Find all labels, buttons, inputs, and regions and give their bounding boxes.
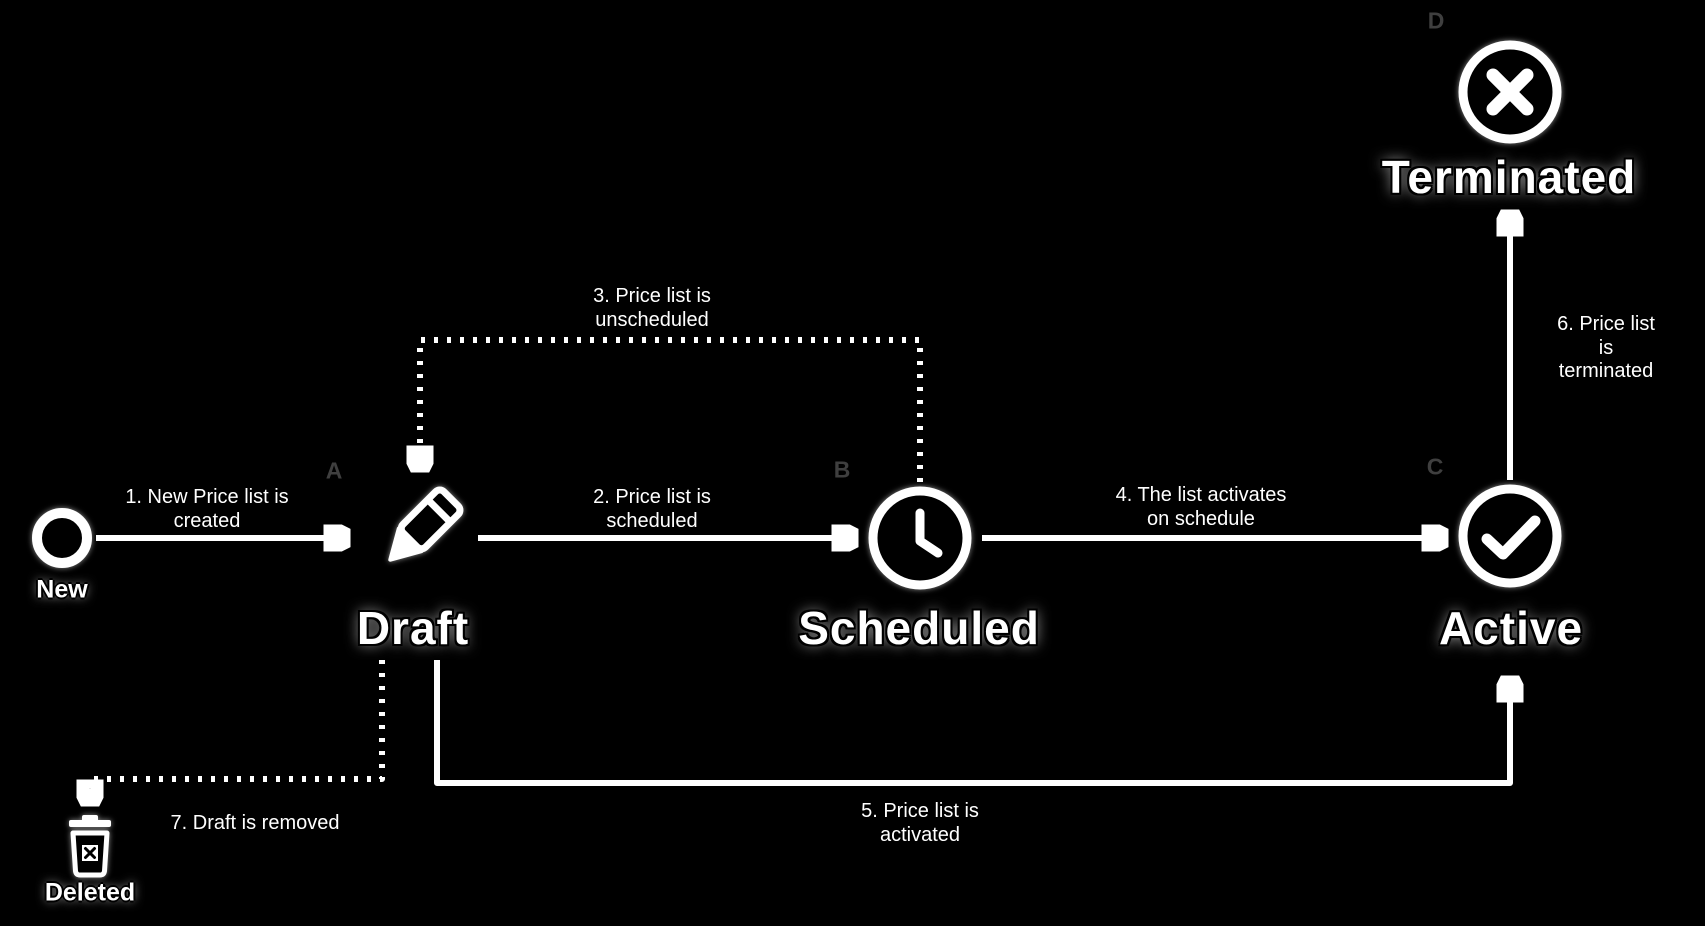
state-new-label: New bbox=[36, 575, 88, 604]
state-active bbox=[1450, 476, 1570, 596]
state-deleted bbox=[57, 812, 123, 878]
state-new bbox=[27, 503, 97, 573]
edge-label-2: 2. Price list is scheduled bbox=[593, 486, 711, 532]
x-icon bbox=[1458, 40, 1562, 144]
state-scheduled bbox=[860, 478, 980, 598]
pencil-icon bbox=[388, 486, 464, 562]
state-terminated-label: Terminated bbox=[1381, 151, 1637, 203]
check-icon bbox=[1458, 484, 1562, 588]
state-deleted-label: Deleted bbox=[44, 878, 136, 907]
edge-3-connector bbox=[420, 337, 923, 482]
state-draft bbox=[360, 470, 480, 590]
edge-label-6: 6. Price list is terminated bbox=[1557, 313, 1655, 383]
state-draft-label: Draft bbox=[356, 602, 470, 654]
edge-label-3: 3. Price list is unscheduled bbox=[593, 285, 711, 331]
initial-node-icon bbox=[32, 508, 92, 568]
edge-label-5: 5. Price list is activated bbox=[861, 800, 979, 846]
clock-icon bbox=[868, 486, 972, 590]
state-scheduled-label: Scheduled bbox=[798, 602, 1040, 654]
edge-5-connector bbox=[434, 660, 1510, 786]
state-draft-letter: A bbox=[325, 457, 343, 484]
edge-label-4: 4. The list activates on schedule bbox=[1115, 484, 1287, 530]
edge-label-1: 1. New Price list is created bbox=[125, 486, 289, 532]
trash-icon bbox=[69, 815, 111, 878]
state-scheduled-letter: B bbox=[833, 456, 851, 483]
edge-7-connector bbox=[90, 660, 385, 804]
state-active-label: Active bbox=[1438, 602, 1584, 654]
state-terminated-letter: D bbox=[1427, 7, 1445, 34]
state-terminated bbox=[1450, 32, 1570, 152]
state-active-letter: C bbox=[1426, 453, 1444, 480]
edge-label-7: 7. Draft is removed bbox=[170, 812, 340, 834]
